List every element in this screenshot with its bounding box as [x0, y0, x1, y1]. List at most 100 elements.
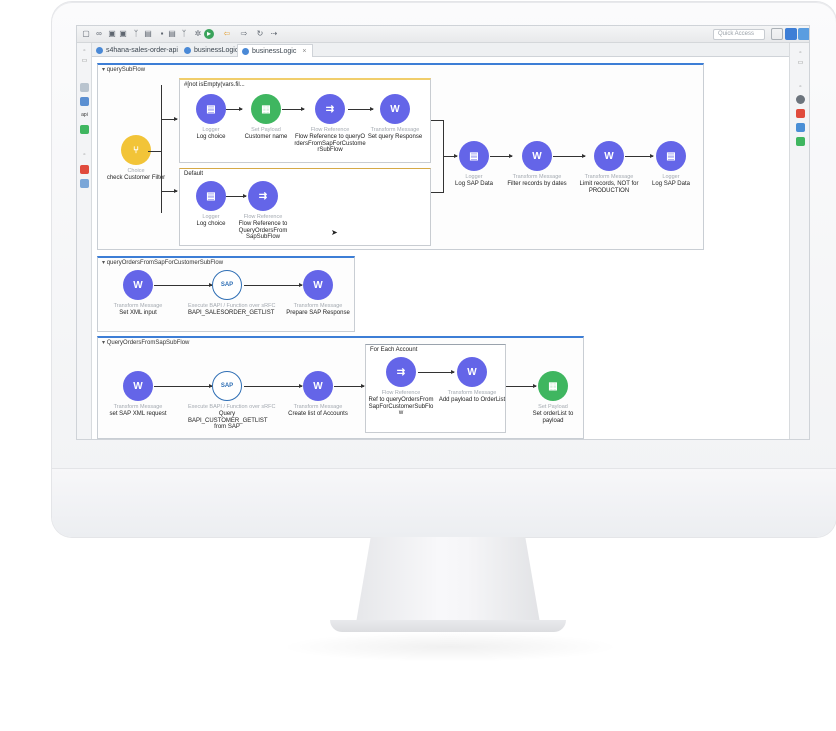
maximize-icon[interactable]: ▭: [81, 58, 88, 64]
link-icon[interactable]: ∞: [96, 29, 102, 38]
debug-perspective-icon[interactable]: [798, 28, 809, 40]
outline-icon[interactable]: [80, 97, 89, 106]
set-payload-customer-name[interactable]: ▦ Set Payload Customer name: [235, 94, 297, 141]
sap-icon: SAP: [212, 270, 242, 300]
logger-icon: ▤: [459, 141, 489, 171]
run-icon[interactable]: ▸: [204, 29, 214, 39]
history-icon[interactable]: ↻: [256, 29, 264, 38]
flow-reference-customer-sub-flow[interactable]: ⇉ Flow Reference Ref to queryOrdersFromS…: [368, 357, 434, 417]
sap-bapi-customer-getlist[interactable]: SAP Execute BAPI / Function over sRFC Qu…: [188, 371, 275, 431]
logger-log-choice-default[interactable]: ▤ Logger Log choice: [180, 181, 242, 228]
right-sidebar: ▫ ▭ ▫: [789, 43, 809, 439]
connector: [431, 192, 443, 193]
breakpoints-icon[interactable]: [796, 137, 805, 146]
mouse-cursor: ➤: [331, 228, 338, 237]
mule-palette-icon[interactable]: [80, 125, 89, 134]
flow-query-sub-flow[interactable]: querySubFlow ⑂ Choice check Customer Fil…: [97, 63, 704, 250]
flow-canvas[interactable]: querySubFlow ⑂ Choice check Customer Fil…: [92, 57, 789, 439]
choice-branch-line: [161, 85, 162, 213]
minimize-icon[interactable]: ▫: [83, 152, 86, 158]
flow-reference-customer[interactable]: ⇉ Flow Reference Flow Reference to query…: [294, 94, 366, 154]
project-icon[interactable]: ▤: [144, 29, 152, 38]
flow-reference-icon: ⇉: [315, 94, 345, 124]
flow-arrow: [506, 384, 537, 388]
tab-business-logic-active[interactable]: businessLogic ×: [237, 44, 314, 57]
transform-limit-records[interactable]: W Transform Message Limit records, NOT f…: [574, 141, 644, 194]
flow-reference-sap[interactable]: ⇉ Flow Reference Flow Reference to Query…: [229, 181, 297, 241]
package-explorer-icon[interactable]: [80, 83, 89, 92]
set-payload-icon: ▦: [251, 94, 281, 124]
console-icon[interactable]: [80, 179, 89, 188]
api-icon[interactable]: api: [81, 112, 88, 118]
flow-arrow: [418, 370, 455, 374]
new-icon[interactable]: ▢: [82, 29, 90, 38]
transform-filter-records[interactable]: W Transform Message Filter records by da…: [502, 141, 572, 188]
nav-icon[interactable]: ⇢: [270, 29, 278, 38]
transform-icon: W: [123, 270, 153, 300]
open-perspective-icon[interactable]: [771, 28, 783, 40]
choice-when-scope[interactable]: #[not isEmpty(vars.fil... ▤ Logger Log c…: [179, 78, 431, 163]
transform-set-sap-xml[interactable]: W Transform Message set SAP XML request: [103, 371, 173, 418]
flow-arrow: [154, 384, 213, 388]
flow-arrow: [490, 154, 513, 158]
terminal-icon[interactable]: ▤: [168, 29, 176, 38]
logger-log-sap-data-2[interactable]: ▤ Logger Log SAP Data: [640, 141, 702, 188]
logger-log-sap-data[interactable]: ▤ Logger Log SAP Data: [443, 141, 505, 188]
save-icon[interactable]: ▣: [108, 29, 116, 38]
transform-icon: W: [303, 371, 333, 401]
set-payload-order-list[interactable]: ▦ Set Payload Set orderList to payload: [522, 371, 584, 424]
choice-icon: ⑂: [121, 135, 151, 165]
transform-create-list-of-accounts[interactable]: W Transform Message Create list of Accou…: [283, 371, 353, 418]
flow-arrow: [282, 107, 305, 111]
choice-router[interactable]: ⑂ Choice check Customer Filter: [105, 135, 167, 182]
flow-arrow: [443, 154, 458, 158]
flow-arrow: [244, 384, 303, 388]
transform-add-payload[interactable]: W Transform Message Add payload to Order…: [438, 357, 506, 404]
minimize-icon[interactable]: ▫: [83, 48, 86, 54]
tab-business-logic[interactable]: businessLogic: [180, 44, 244, 57]
monitor-foot: [330, 620, 566, 632]
mule-icon: [96, 47, 103, 54]
branch-arrow: [161, 189, 178, 193]
transform-icon: W: [457, 357, 487, 387]
transform-prepare-sap-response[interactable]: W Transform Message Prepare SAP Response: [283, 270, 353, 317]
minimize-icon[interactable]: ▫: [799, 84, 802, 90]
connector: [431, 120, 443, 121]
minimize-icon[interactable]: ▫: [799, 50, 802, 56]
branch-arrow: [161, 117, 178, 121]
choice-default-scope[interactable]: Default ▤ Logger Log choice ⇉ Flow Refer…: [179, 168, 431, 246]
monitor-chin: [52, 468, 836, 537]
problems-icon[interactable]: [80, 165, 89, 174]
flow-customer-sub-flow[interactable]: queryOrdersFromSapForCustomerSubFlow W T…: [97, 256, 355, 332]
mule-perspective-icon[interactable]: [785, 28, 797, 40]
for-each-scope[interactable]: For Each Account ⇉ Flow Reference Ref to…: [365, 344, 506, 433]
debug-icon[interactable]: ▪: [160, 29, 164, 38]
properties-icon[interactable]: [796, 95, 805, 104]
flow-reference-icon: ⇉: [248, 181, 278, 211]
sap-bapi-salesorder[interactable]: SAP Execute BAPI / Function over sRFC BA…: [188, 270, 275, 317]
flow-arrow: [244, 283, 303, 287]
close-icon[interactable]: ×: [302, 48, 307, 55]
transform-set-query-response[interactable]: W Transform Message Set query Response: [360, 94, 430, 141]
mule-debugger-icon[interactable]: [796, 109, 805, 118]
quick-access-input[interactable]: Quick Access: [713, 29, 765, 40]
save-all-icon[interactable]: ▣: [119, 29, 127, 38]
exchange-icon[interactable]: ᛉ: [181, 29, 187, 38]
mule-deploy-icon[interactable]: ᛉ: [133, 29, 139, 38]
forward-icon[interactable]: ⇨: [240, 29, 248, 38]
transform-icon: W: [522, 141, 552, 171]
settings-icon[interactable]: ✲: [194, 29, 202, 38]
transform-set-xml-input[interactable]: W Transform Message Set XML input: [103, 270, 173, 317]
transform-icon: W: [123, 371, 153, 401]
logger-log-choice[interactable]: ▤ Logger Log choice: [180, 94, 242, 141]
flow-sap-sub-flow[interactable]: QueryOrdersFromSapSubFlow W Transform Me…: [97, 336, 584, 439]
maximize-icon[interactable]: ▭: [797, 60, 804, 66]
transform-icon: W: [380, 94, 410, 124]
flow-arrow: [348, 107, 374, 111]
logger-icon: ▤: [196, 94, 226, 124]
ide-window: ▢ ∞ ▣ ▣ ᛉ ▤ ▪ ▤ ᛉ ✲ ▸ ⇦ ⇨ ↻ ⇢ Quick Acce…: [76, 25, 810, 440]
evaluate-icon[interactable]: [796, 123, 805, 132]
tab-s4hana-sales-order-api[interactable]: s4hana-sales-order-api: [92, 44, 184, 57]
flow-arrow: [625, 154, 654, 158]
back-icon[interactable]: ⇦: [223, 29, 231, 38]
